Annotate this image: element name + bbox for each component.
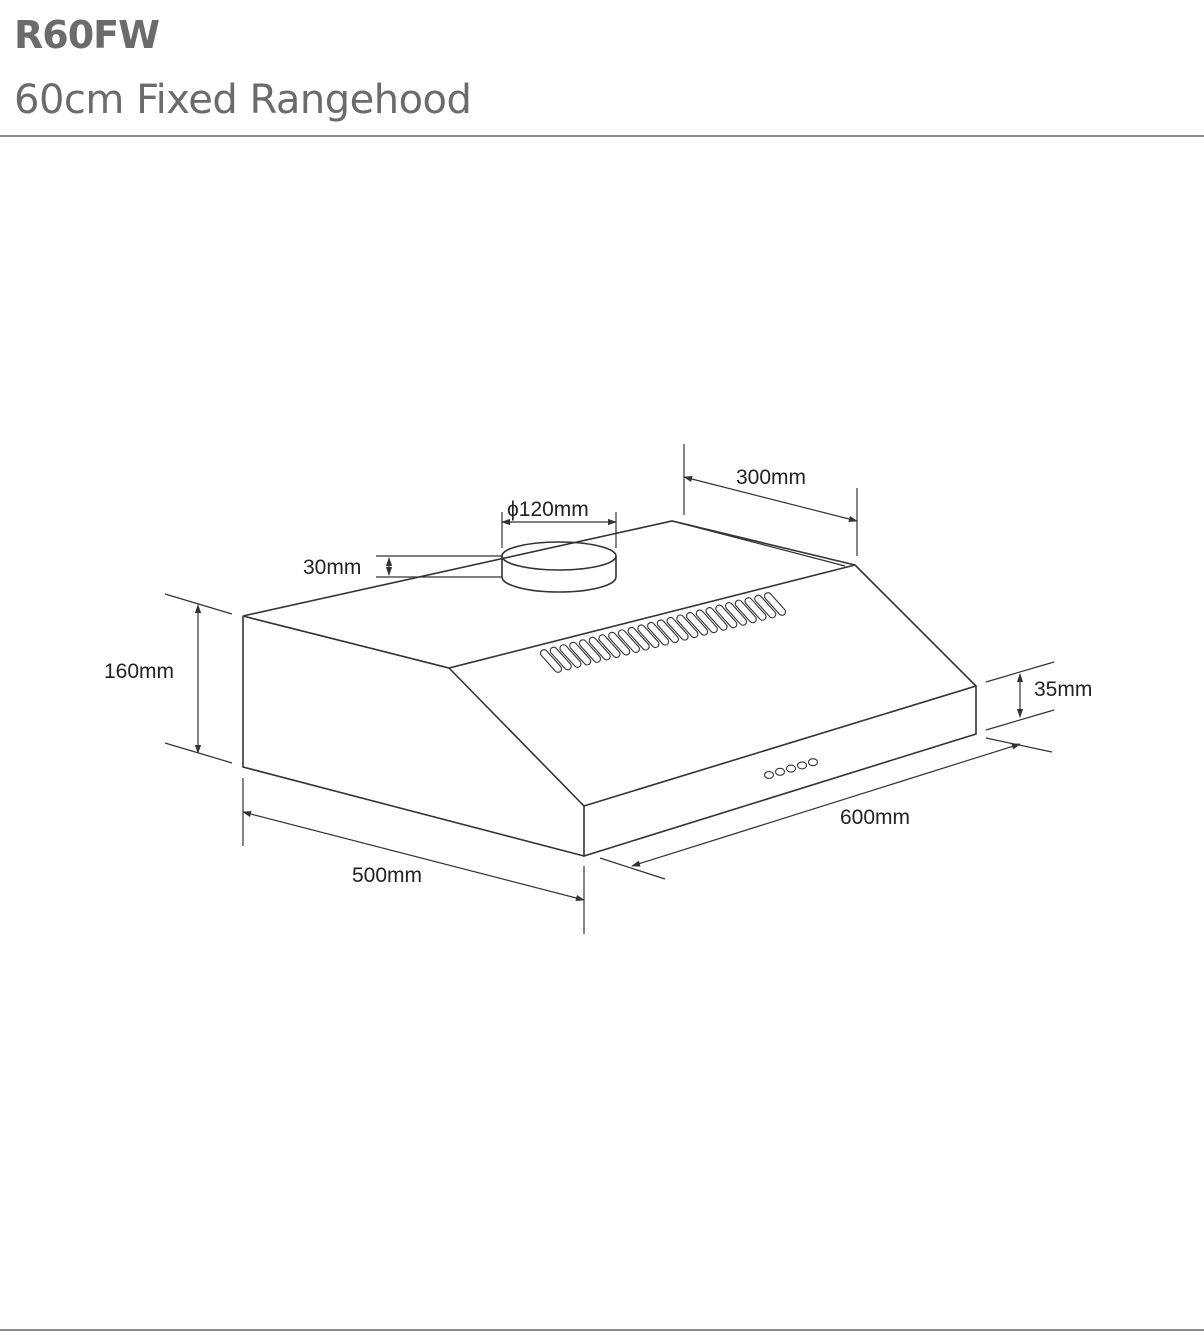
vent-slot bbox=[705, 607, 728, 631]
dim-300: 300mm bbox=[683, 444, 858, 556]
vent-slot bbox=[559, 644, 582, 668]
top-divider bbox=[0, 135, 1204, 137]
vent-slot bbox=[715, 604, 738, 629]
dim-30: 30mm bbox=[303, 555, 502, 579]
vent-slots bbox=[539, 592, 787, 673]
dim-label-300: 300mm bbox=[736, 466, 806, 489]
vent-slot bbox=[676, 614, 699, 639]
vent-slot bbox=[666, 616, 689, 641]
vent-slot bbox=[724, 602, 748, 626]
dim-120: ϕ120mm bbox=[501, 498, 617, 548]
control-button bbox=[763, 770, 775, 780]
duct-collar bbox=[501, 541, 617, 593]
control-button bbox=[785, 764, 797, 773]
vent-slot bbox=[578, 639, 602, 663]
hood-top-outline bbox=[242, 520, 856, 669]
model-title: R60FW bbox=[14, 13, 160, 57]
vent-slot bbox=[637, 624, 660, 649]
dim-160: 160mm bbox=[104, 593, 233, 764]
control-button bbox=[774, 767, 786, 776]
vent-slot bbox=[647, 621, 670, 646]
vent-slot bbox=[569, 641, 592, 666]
control-button bbox=[807, 758, 819, 767]
dim-label-120: ϕ120mm bbox=[507, 498, 589, 521]
vent-slot bbox=[695, 609, 718, 634]
vent-slot bbox=[539, 649, 563, 673]
bottom-divider bbox=[0, 1329, 1204, 1331]
hood-left-side bbox=[242, 616, 585, 857]
vent-slot bbox=[608, 631, 631, 656]
dim-label-30: 30mm bbox=[303, 556, 361, 579]
vent-slot bbox=[744, 597, 767, 621]
header: R60FW 60cm Fixed Rangehood bbox=[0, 0, 1204, 136]
vent-slot bbox=[627, 626, 650, 651]
vent-slot bbox=[617, 629, 640, 654]
vent-slot bbox=[588, 636, 611, 661]
vent-slot bbox=[598, 634, 621, 658]
hood-top-left-lip bbox=[249, 617, 446, 668]
vent-slot bbox=[754, 594, 777, 619]
dim-500: 500mm bbox=[242, 778, 585, 934]
vent-slot bbox=[734, 599, 757, 624]
dim-label-160: 160mm bbox=[104, 660, 174, 683]
control-button bbox=[796, 761, 808, 770]
vent-slot bbox=[686, 611, 709, 636]
vent-slot bbox=[549, 646, 572, 671]
duct-side bbox=[501, 556, 617, 593]
control-buttons bbox=[763, 758, 819, 780]
vent-slot bbox=[763, 592, 787, 616]
vent-slot bbox=[656, 619, 679, 644]
dim-600: 600mm bbox=[599, 737, 1053, 880]
hood-top-back-lip bbox=[679, 522, 846, 567]
dim-label-600: 600mm bbox=[840, 806, 910, 829]
dim-label-500: 500mm bbox=[352, 864, 422, 887]
dim-label-35: 35mm bbox=[1034, 678, 1092, 701]
product-subtitle: 60cm Fixed Rangehood bbox=[14, 77, 472, 123]
dim-35: 35mm bbox=[985, 661, 1092, 731]
